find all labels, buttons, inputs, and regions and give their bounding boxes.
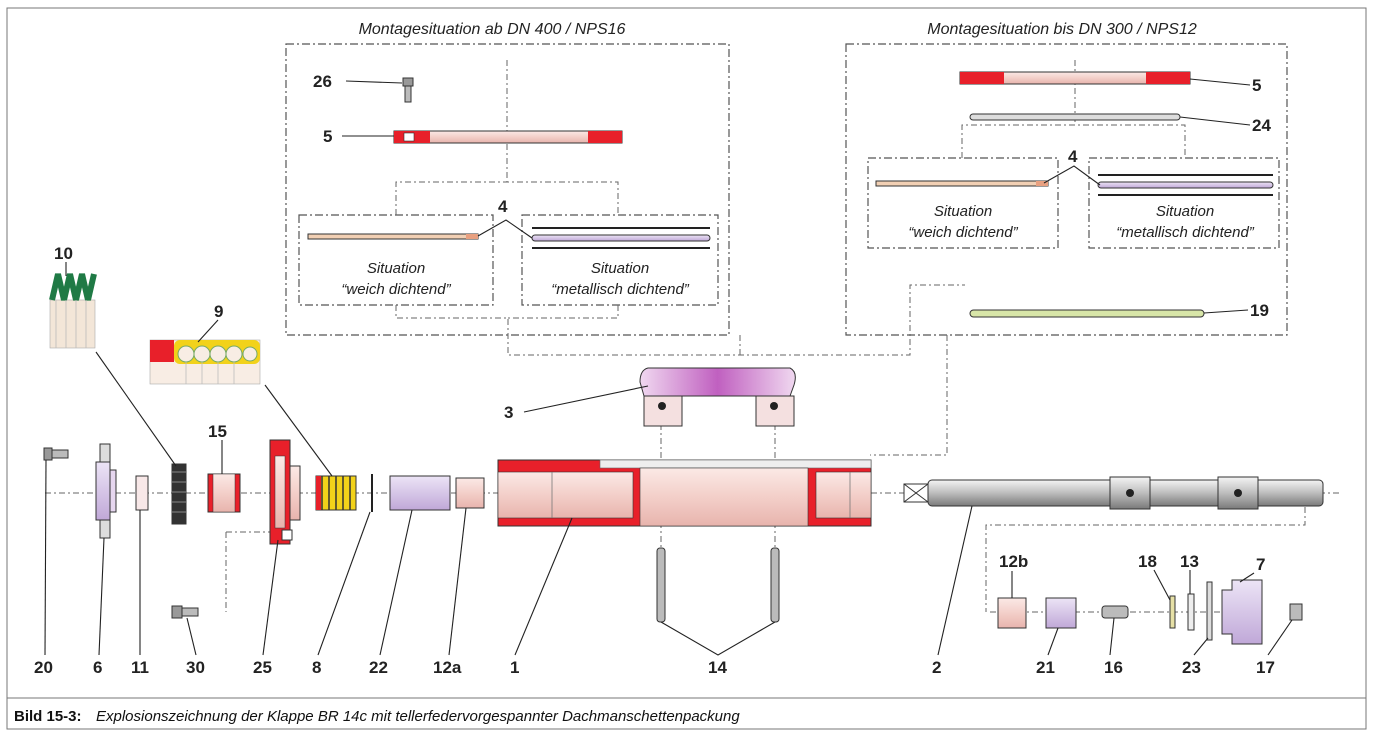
label-5-left: 5 — [323, 127, 332, 146]
label-24: 24 — [1252, 116, 1271, 135]
label-30: 30 — [186, 658, 205, 677]
ring-5-right — [959, 71, 1191, 85]
washer-18 — [1169, 595, 1176, 629]
situation-metal-left-l2: “metallisch dichtend” — [551, 281, 690, 298]
leader-lines — [44, 78, 1293, 656]
disc-springs-10 — [49, 273, 97, 349]
ring-24 — [969, 113, 1181, 121]
disc-stack-10 — [171, 463, 187, 525]
label-4-right: 4 — [1068, 147, 1078, 166]
situation-soft-left-l2: “weich dichtend” — [341, 281, 451, 298]
label-9: 9 — [214, 302, 223, 321]
seal-4-metal-right — [1097, 174, 1274, 196]
situation-metal-right-l1: Situation — [1156, 203, 1214, 220]
label-12b: 12b — [999, 552, 1028, 571]
packing-9 — [315, 475, 357, 511]
heading-right: Montagesituation bis DN 300 / NPS12 — [927, 21, 1197, 38]
label-6: 6 — [93, 658, 102, 677]
label-26: 26 — [313, 72, 332, 91]
label-17: 17 — [1256, 658, 1275, 677]
right-connector — [961, 124, 1186, 158]
washer-23 — [1206, 581, 1213, 641]
lower-connector-2 — [508, 305, 619, 319]
label-7: 7 — [1256, 555, 1265, 574]
label-21: 21 — [1036, 658, 1055, 677]
label-10: 10 — [54, 244, 73, 263]
label-19: 19 — [1250, 301, 1269, 320]
bushing-12b — [997, 597, 1027, 629]
label-1: 1 — [510, 658, 519, 677]
label-12a: 12a — [433, 658, 462, 677]
bushing-15 — [207, 473, 241, 513]
label-15: 15 — [208, 422, 227, 441]
lower-connector-1 — [395, 284, 965, 356]
label-18: 18 — [1138, 552, 1157, 571]
label-3: 3 — [504, 403, 513, 422]
shaft-2 — [903, 476, 1324, 510]
right-metal-box — [1088, 157, 1280, 249]
seal-4-metal-left — [531, 227, 711, 249]
bushing-22 — [389, 475, 451, 511]
caption-text: Explosionszeichnung der Klappe BR 14c mi… — [96, 708, 740, 725]
caption-label: Bild 15-3: — [14, 708, 82, 725]
label-14: 14 — [708, 658, 727, 677]
label-5-right: 5 — [1252, 76, 1261, 95]
situation-metal-right-l2: “metallisch dichtend” — [1116, 224, 1255, 241]
label-11: 11 — [131, 658, 149, 677]
label-22: 22 — [369, 658, 388, 677]
shaft-down-connector — [985, 493, 1306, 612]
left-metal-box — [521, 214, 719, 306]
situation-soft-left-l1: Situation — [367, 260, 425, 277]
label-2: 2 — [932, 658, 941, 677]
bushing-12a — [455, 477, 485, 509]
heading-left: Montagesituation ab DN 400 / NPS16 — [359, 21, 626, 38]
packing-rings-9 — [149, 339, 261, 385]
screw-30 — [171, 605, 199, 619]
nut-17 — [1289, 603, 1303, 621]
ring-5-left — [393, 130, 623, 144]
washer-13 — [1187, 593, 1195, 631]
bushing-21 — [1045, 597, 1077, 629]
flange-6 — [95, 443, 117, 539]
valve-body-1 — [497, 459, 872, 527]
figure-frame — [6, 7, 1367, 730]
bracket-3 — [639, 367, 796, 427]
label-8: 8 — [312, 658, 321, 677]
gland-25 — [269, 439, 301, 545]
label-23: 23 — [1182, 658, 1201, 677]
situation-soft-right-l2: “weich dichtend” — [908, 224, 1018, 241]
seal-4-soft-left — [307, 233, 479, 240]
sleeve-11 — [135, 475, 149, 511]
label-25: 25 — [253, 658, 272, 677]
right-down-connector — [870, 335, 948, 456]
label-20: 20 — [34, 658, 53, 677]
situation-soft-right-l1: Situation — [934, 203, 992, 220]
right-assembly-box — [845, 43, 1288, 336]
key-16 — [1101, 605, 1129, 619]
screw-20 — [43, 447, 69, 461]
ring-19 — [969, 309, 1205, 318]
pins-14 — [656, 547, 780, 623]
screw-26 — [402, 77, 414, 103]
right-soft-box — [867, 157, 1059, 249]
label-16: 16 — [1104, 658, 1123, 677]
cover-7 — [1221, 579, 1263, 645]
label-13: 13 — [1180, 552, 1199, 571]
seal-4-soft-right — [875, 180, 1049, 187]
situation-metal-left-l1: Situation — [591, 260, 649, 277]
label-4-left: 4 — [498, 197, 508, 216]
